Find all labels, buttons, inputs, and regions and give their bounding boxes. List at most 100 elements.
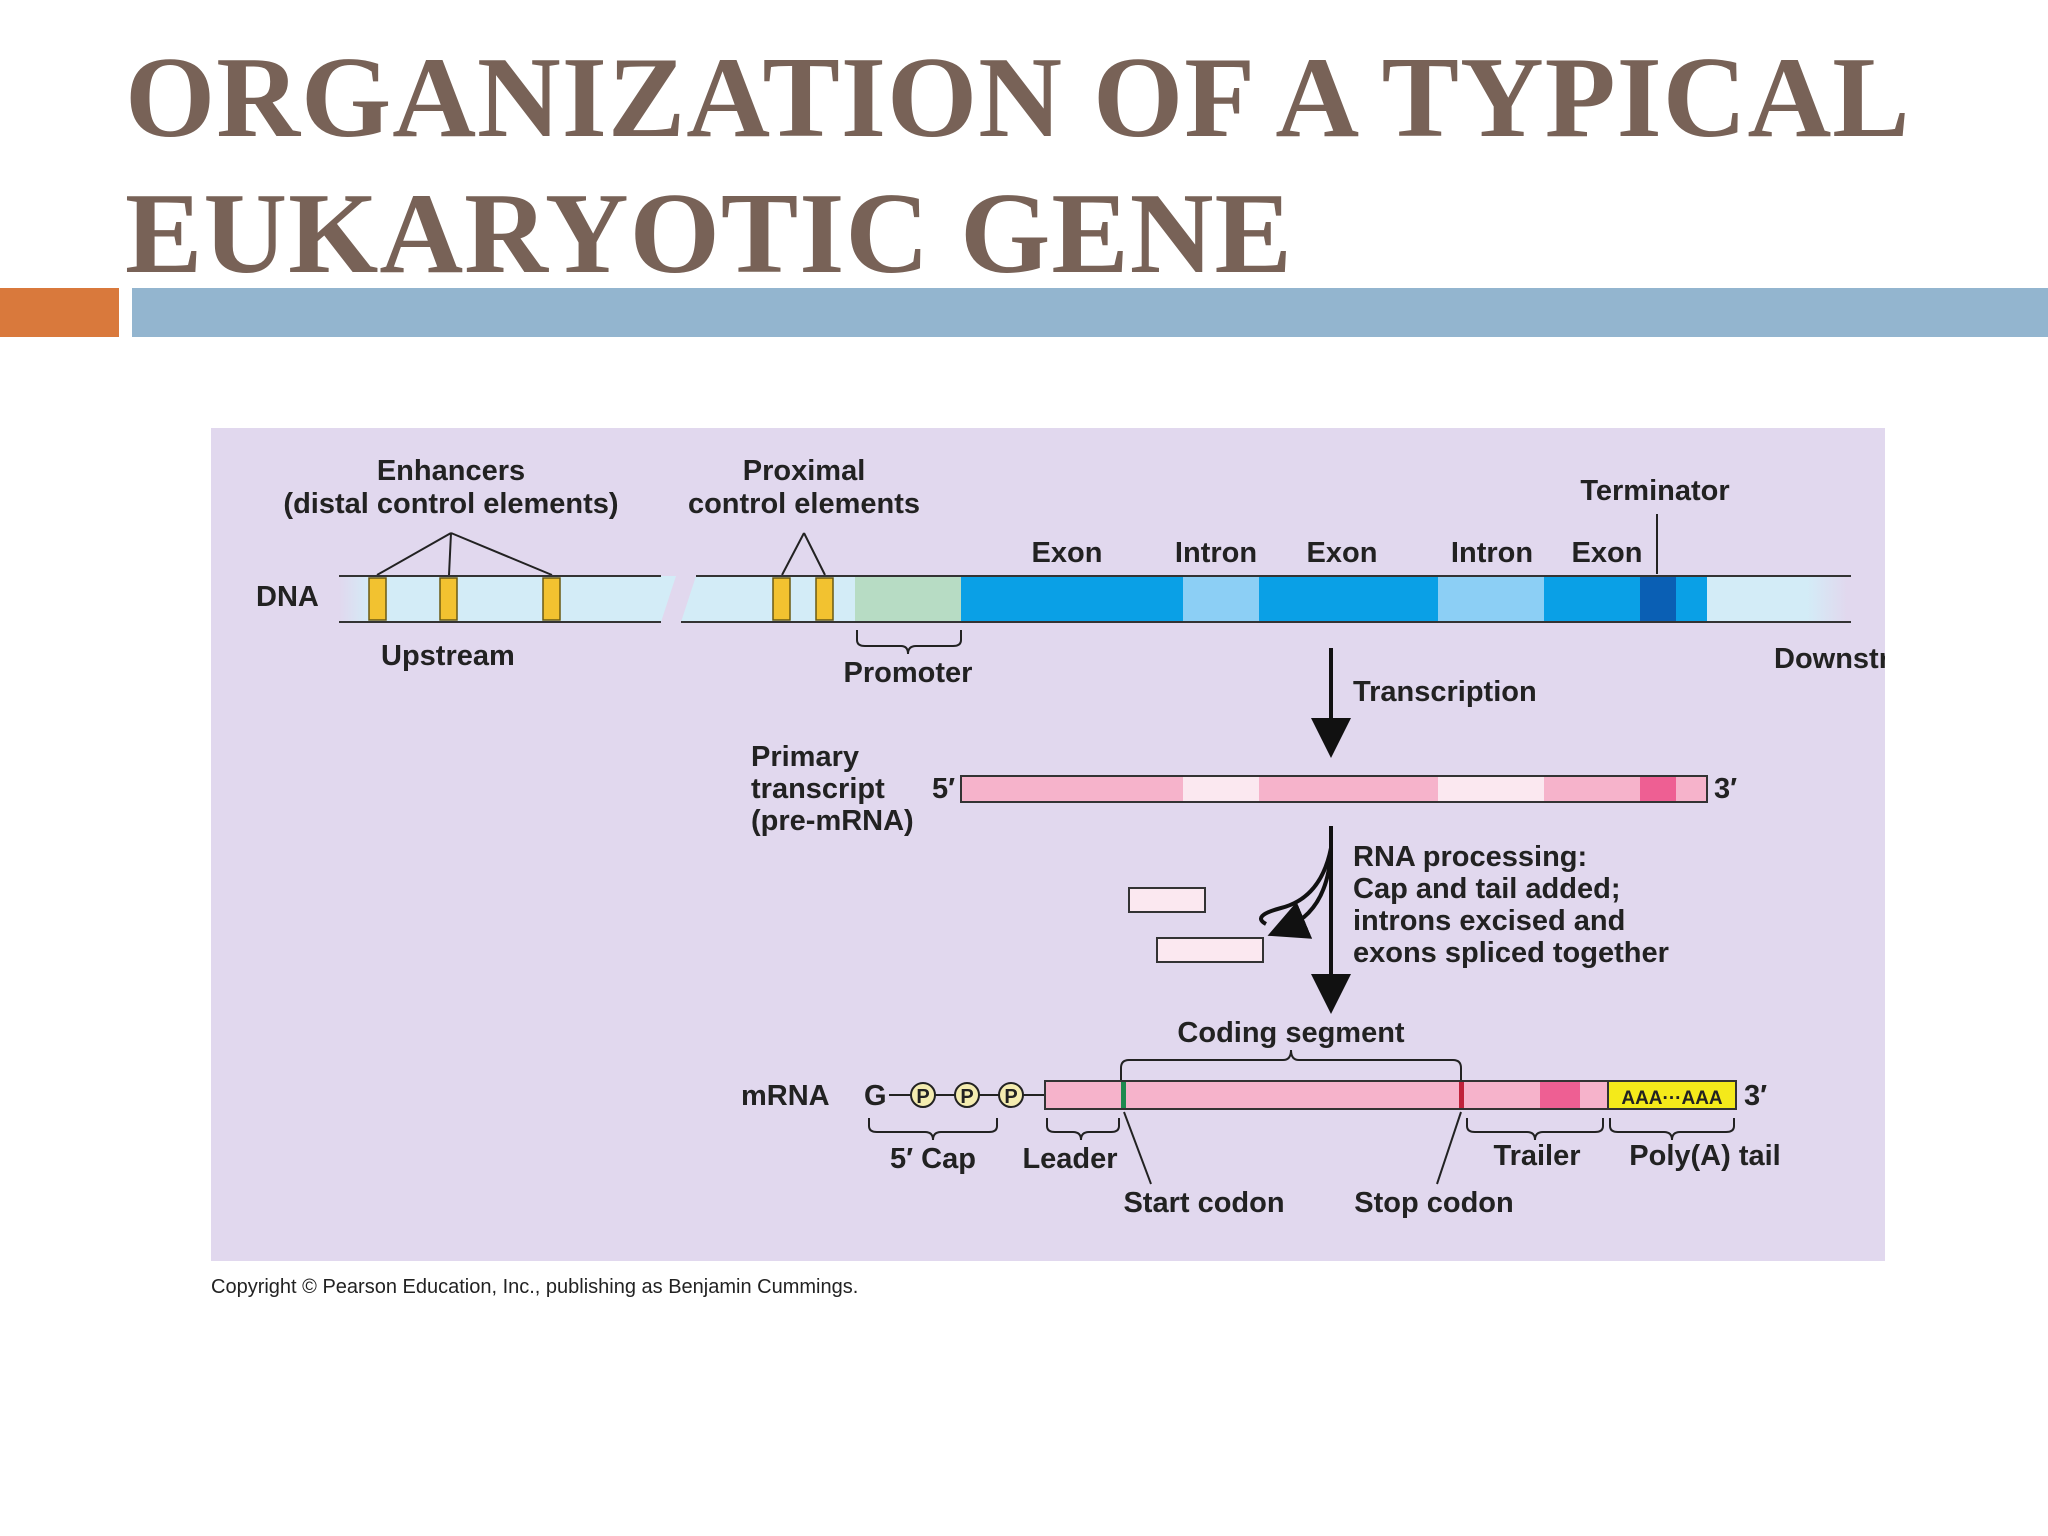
mrna-label: mRNA	[741, 1080, 830, 1112]
coding-segment-brace	[1120, 1049, 1462, 1080]
mrna-trailer-1	[1464, 1081, 1540, 1109]
phosphate-label-2: P	[960, 1086, 973, 1108]
downstream-label: Downstream	[1774, 643, 1885, 675]
proximal-sublabel: control elements	[688, 488, 920, 520]
rna-intron-1	[1183, 776, 1259, 802]
primary-transcript-label-1: Primary	[751, 741, 859, 773]
start-codon-label: Start codon	[1123, 1187, 1284, 1219]
slide-title: ORGANIZATION OF A TYPICAL EUKARYOTIC GEN…	[125, 30, 1985, 302]
rna-processing-line-3: exons spliced together	[1353, 937, 1669, 969]
poly-a-tail-box	[1607, 1080, 1737, 1110]
copyright-notice: Copyright © Pearson Education, Inc., pub…	[211, 1276, 859, 1298]
poly-a-tail-label: Poly(A) tail	[1629, 1140, 1780, 1172]
phosphate-label-3: P	[1004, 1086, 1017, 1108]
segment-label-intron-1: Intron	[1175, 537, 1257, 569]
mrna-stop-codon	[1459, 1081, 1464, 1109]
poly-a-brace	[1609, 1118, 1735, 1141]
mrna-start-codon	[1121, 1081, 1126, 1109]
phosphate-label-1: P	[916, 1086, 929, 1108]
enhancers-sublabel: (distal control elements)	[283, 488, 618, 520]
transcription-label: Transcription	[1353, 676, 1537, 708]
dna-intron-2	[1438, 576, 1544, 622]
stop-codon-label: Stop codon	[1354, 1187, 1513, 1219]
rna-terminator-band	[1640, 776, 1676, 802]
proximal-label: Proximal	[743, 455, 866, 487]
gene-diagram-svg: DNA Enhancers (distal control elements) …	[256, 455, 1948, 1219]
primary-transcript-label-2: transcript	[751, 773, 885, 805]
dna-terminator-band	[1640, 576, 1676, 622]
dna-exon-3	[1544, 576, 1640, 622]
phosphate-circle-2	[954, 1082, 980, 1108]
promoter-brace	[856, 630, 962, 655]
trailer-label: Trailer	[1493, 1140, 1580, 1172]
proximal-element-1	[772, 577, 791, 621]
five-prime-cap-label: 5′ Cap	[890, 1143, 976, 1175]
phosphate-circle-1	[910, 1082, 936, 1108]
start-codon-pointer	[1123, 1111, 1152, 1185]
dna-break	[661, 576, 696, 622]
title-line-1: ORGANIZATION OF A TYPICAL	[125, 34, 1911, 162]
trailer-brace	[1466, 1118, 1604, 1141]
title-line-2: EUKARYOTIC GENE	[125, 170, 1293, 298]
enhancer-element-3	[542, 577, 561, 621]
excised-intron-1	[1128, 887, 1206, 913]
promoter-label: Promoter	[844, 657, 973, 689]
dna-upstream-fade	[339, 576, 371, 622]
dna-downstream-fade	[1807, 576, 1847, 622]
mrna-trailer-2	[1580, 1081, 1608, 1109]
segment-label-exon-3: Exon	[1572, 537, 1643, 569]
dna-exon-1	[961, 576, 1183, 622]
enhancer-pointer-lines	[376, 532, 553, 576]
cap-brace	[868, 1118, 998, 1141]
primary-transcript-label-3: (pre-mRNA)	[751, 805, 914, 837]
transcript-3prime: 3′	[1714, 773, 1737, 805]
excised-intron-2	[1156, 937, 1264, 963]
rna-exon-2	[1259, 776, 1438, 802]
mrna-leader	[1045, 1081, 1121, 1109]
intron-excision-arrow	[1267, 847, 1333, 939]
enhancers-label: Enhancers	[377, 455, 525, 487]
dna-intron-1	[1183, 576, 1259, 622]
transcript-5prime: 5′	[932, 773, 955, 805]
enhancer-element-1	[368, 577, 387, 621]
gene-diagram: DNA Enhancers (distal control elements) …	[211, 428, 1948, 1261]
proximal-element-2	[815, 577, 834, 621]
dna-exon-2	[1259, 576, 1438, 622]
segment-label-exon-1: Exon	[1032, 537, 1103, 569]
segment-label-exon-2: Exon	[1307, 537, 1378, 569]
dna-strand	[339, 575, 1851, 623]
rna-processing-line-1: Cap and tail added;	[1353, 873, 1620, 905]
accent-bar-blue	[132, 288, 2048, 337]
enhancer-element-2	[439, 577, 458, 621]
dna-exon-3-end	[1676, 576, 1707, 622]
mrna-trailer-band	[1540, 1081, 1580, 1109]
upstream-label: Upstream	[381, 640, 515, 672]
primary-transcript-strand	[960, 775, 1708, 803]
poly-a-sequence: AAA···AAA	[1621, 1088, 1723, 1109]
cap-g: G	[864, 1080, 887, 1112]
phosphate-circle-3	[998, 1082, 1024, 1108]
leader-label: Leader	[1022, 1143, 1117, 1175]
coding-segment-label: Coding segment	[1177, 1017, 1405, 1049]
promoter-region	[855, 576, 961, 622]
dna-downstream-region	[1707, 576, 1807, 622]
accent-bar-orange	[0, 288, 119, 337]
rna-processing-heading: RNA processing:	[1353, 841, 1587, 873]
rna-intron-2	[1438, 776, 1544, 802]
segment-label-intron-2: Intron	[1451, 537, 1533, 569]
rna-exon-1	[961, 776, 1183, 802]
mrna-strand	[1044, 1080, 1737, 1110]
rna-processing-line-2: introns excised and	[1353, 905, 1625, 937]
rna-exon-3-end	[1676, 776, 1707, 802]
primary-transcript-outline	[960, 775, 1708, 803]
rna-exon-3	[1544, 776, 1640, 802]
mrna-coding	[1126, 1081, 1459, 1109]
intron-excision-curve	[1259, 847, 1333, 926]
leader-brace	[1046, 1118, 1120, 1141]
terminator-label: Terminator	[1580, 475, 1729, 507]
mrna-3prime: 3′	[1744, 1080, 1767, 1112]
dna-label: DNA	[256, 581, 319, 613]
stop-codon-pointer	[1436, 1111, 1462, 1185]
proximal-pointer-lines	[781, 532, 826, 576]
